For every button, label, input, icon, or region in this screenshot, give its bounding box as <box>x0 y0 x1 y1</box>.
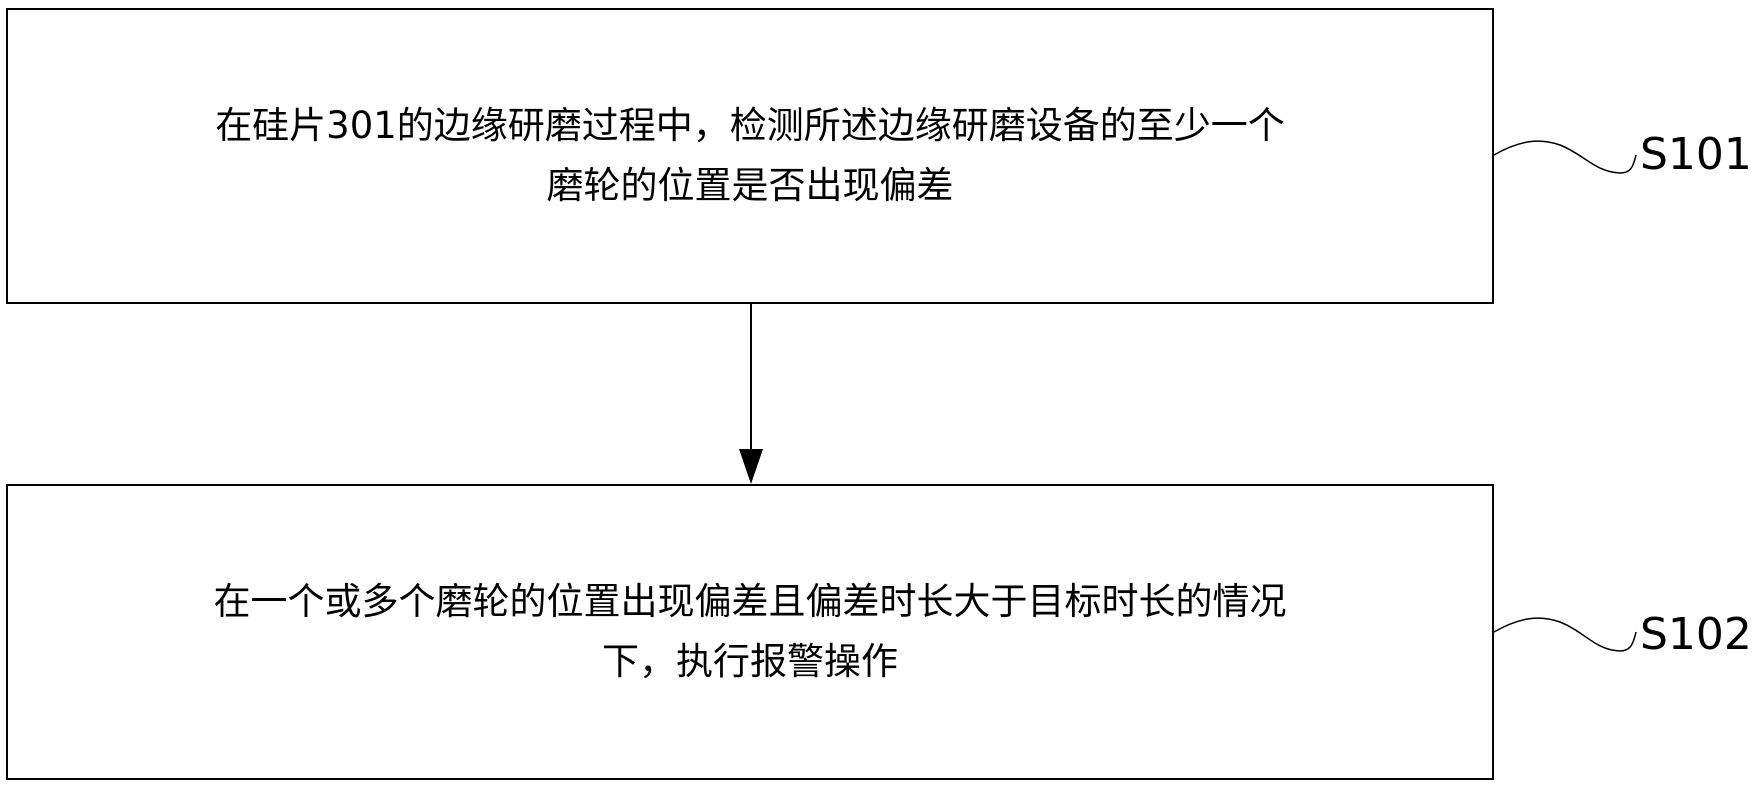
step-text-s101: 在硅片301的边缘研磨过程中，检测所述边缘研磨设备的至少一个 磨轮的位置是否出现… <box>195 96 1305 216</box>
arrow-down-icon <box>739 303 763 484</box>
step-text-line: 磨轮的位置是否出现偏差 <box>546 164 954 207</box>
leader-line-s101 <box>1493 140 1637 174</box>
step-text-s102: 在一个或多个磨轮的位置出现偏差且偏差时长大于目标时长的情况 下，执行报警操作 <box>194 572 1307 692</box>
leader-line-s102 <box>1493 617 1637 652</box>
step-label-s102: S102 <box>1640 609 1752 660</box>
step-text-line: 下，执行报警操作 <box>602 640 898 683</box>
step-box-s102: 在一个或多个磨轮的位置出现偏差且偏差时长大于目标时长的情况 下，执行报警操作 <box>6 484 1494 780</box>
step-label-s101: S101 <box>1640 129 1752 180</box>
step-text-line: 在硅片301的边缘研磨过程中，检测所述边缘研磨设备的至少一个 <box>215 104 1285 147</box>
step-box-s101: 在硅片301的边缘研磨过程中，检测所述边缘研磨设备的至少一个 磨轮的位置是否出现… <box>6 8 1494 304</box>
step-text-line: 在一个或多个磨轮的位置出现偏差且偏差时长大于目标时长的情况 <box>213 580 1287 623</box>
